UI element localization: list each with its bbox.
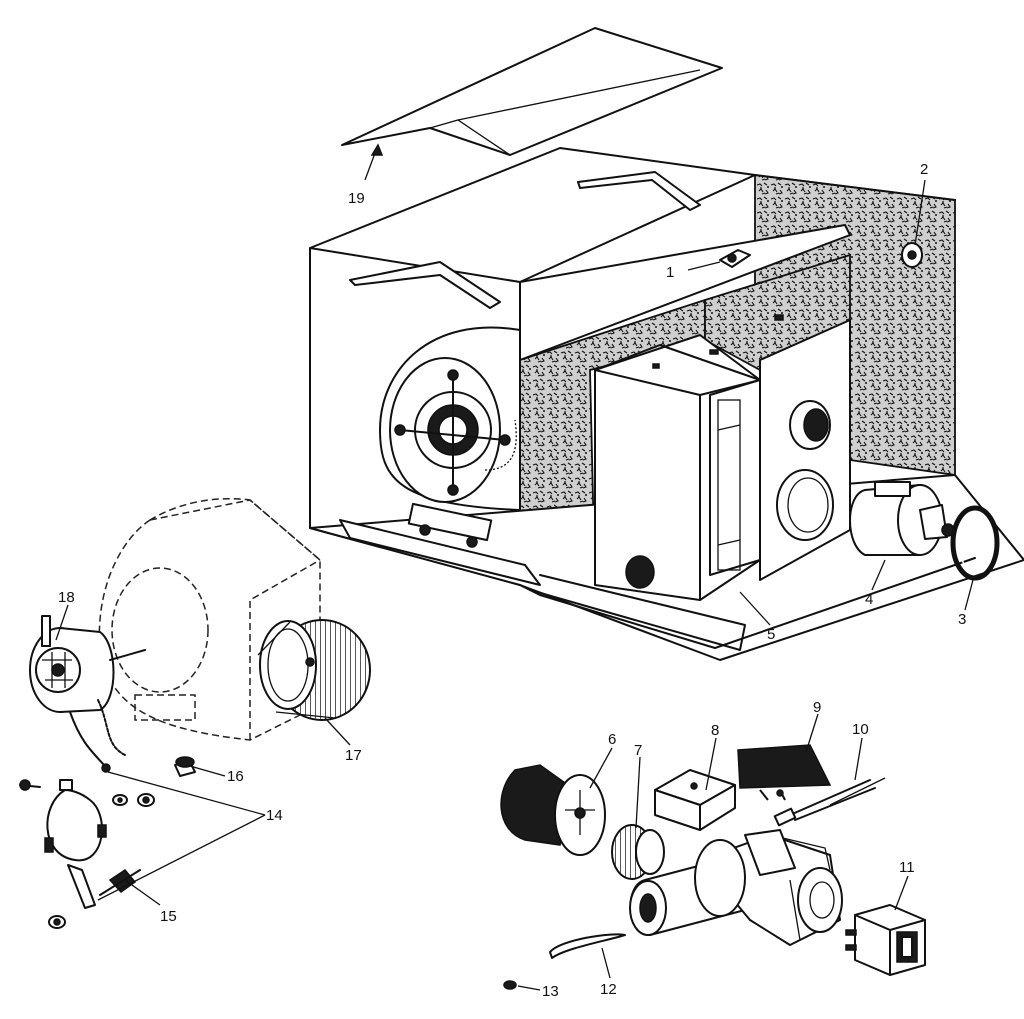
burner-mounting-panel xyxy=(709,314,851,581)
electrode-clip xyxy=(549,933,626,959)
callout-19: 19 xyxy=(348,190,365,207)
callout-2: 2 xyxy=(920,161,928,178)
oil-burner-body xyxy=(629,829,843,946)
callout-1: 1 xyxy=(666,264,674,281)
primary-control-relay xyxy=(845,904,926,976)
gasket-ring xyxy=(950,505,1000,581)
limit-switch xyxy=(719,249,751,268)
callout-labels: 1 2 3 4 5 6 7 8 9 10 11 12 13 14 15 16 1… xyxy=(58,161,966,1000)
callout-16: 16 xyxy=(227,768,244,785)
motor-mount-bracket xyxy=(19,779,155,929)
grommet xyxy=(174,756,196,777)
electrode-assembly xyxy=(773,777,886,827)
leader-lines xyxy=(55,143,974,991)
small-screw xyxy=(503,980,517,990)
callout-15: 15 xyxy=(160,908,177,925)
resilient-mount xyxy=(99,869,141,896)
blower-housing-dashed xyxy=(98,497,321,741)
callout-8: 8 xyxy=(711,722,719,739)
callout-4: 4 xyxy=(865,591,873,608)
callout-13: 13 xyxy=(542,983,559,1000)
callout-7: 7 xyxy=(634,742,642,759)
callout-11: 11 xyxy=(899,859,915,876)
cabinet-blower-housing xyxy=(379,326,521,548)
sensor-part xyxy=(901,242,923,268)
callout-9: 9 xyxy=(813,699,821,716)
callout-3: 3 xyxy=(958,611,966,628)
callout-6: 6 xyxy=(608,731,616,748)
blower-motor xyxy=(29,615,146,773)
callout-5: 5 xyxy=(767,626,775,643)
callout-17: 17 xyxy=(345,747,362,764)
burner-blower-wheel xyxy=(611,824,665,880)
callout-12: 12 xyxy=(600,981,617,998)
burner-fan-part xyxy=(737,744,832,801)
callout-10: 10 xyxy=(852,721,869,738)
burner-fan-housing xyxy=(500,764,606,856)
callout-14: 14 xyxy=(266,807,283,824)
callout-18: 18 xyxy=(58,589,75,606)
ignition-transformer xyxy=(654,769,736,831)
top-cover-panel xyxy=(341,27,723,156)
blower-wheel xyxy=(257,619,371,721)
burner-adapter xyxy=(849,481,955,556)
